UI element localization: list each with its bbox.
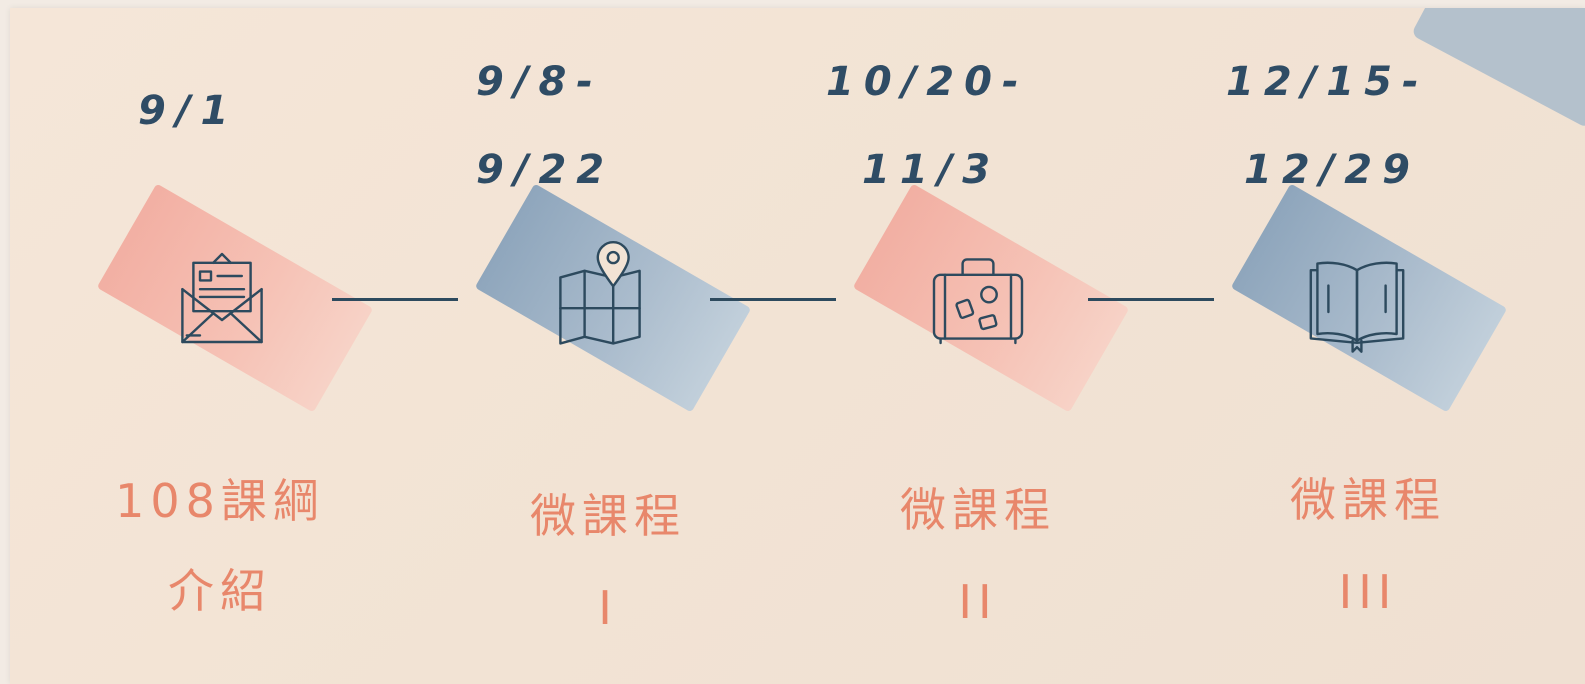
timeline-connector-3	[1088, 298, 1214, 301]
stage-3-date: 10/20- 11/3	[826, 38, 1029, 214]
stage-4-title-line1: 微課程	[1290, 473, 1446, 527]
stage-4-title: 微課程 III	[1248, 454, 1488, 638]
stage-4-date-line2: 12/29	[1244, 147, 1420, 193]
timeline-connector-1	[332, 298, 458, 301]
stage-1-title-line1: 108課綱	[115, 474, 325, 528]
suitcase-icon	[923, 244, 1033, 354]
corner-washi-tape	[1410, 8, 1585, 129]
stage-2-title-line1: 微課程	[530, 489, 686, 543]
timeline-connector-2	[710, 298, 836, 301]
stage-3-title-line1: 微課程	[900, 483, 1056, 537]
stage-2-date-line2: 9/22	[476, 147, 615, 193]
stage-1-title: 108課綱 介紹	[90, 456, 350, 636]
stage-1-date-line1: 9/1	[138, 88, 239, 134]
stage-3-title-line2: II	[958, 575, 998, 629]
stage-4-date-line1: 12/15-	[1226, 59, 1429, 105]
stage-2-title-line2: I	[598, 581, 618, 635]
stage-2-title: 微課程 I	[488, 470, 728, 654]
map-pin-icon	[545, 240, 655, 350]
stage-1-date: 9/1	[138, 88, 238, 134]
stage-3-title: 微課程 II	[858, 464, 1098, 648]
stage-4-date: 12/15- 12/29	[1226, 38, 1429, 214]
envelope-letter-icon	[167, 243, 277, 353]
stage-3-date-line1: 10/20-	[826, 59, 1029, 105]
stage-1-title-line2: 介紹	[168, 564, 272, 618]
stage-2-date: 9/8- 9/22	[476, 38, 614, 214]
stage-4-title-line2: III	[1338, 565, 1398, 619]
open-book-icon	[1302, 246, 1412, 356]
timeline-canvas: 9/1 9/8- 9/22 10/20- 11/3 12/15- 12/29	[10, 8, 1585, 684]
stage-3-date-line2: 11/3	[862, 147, 1001, 193]
stage-2-date-line1: 9/8-	[476, 59, 603, 105]
